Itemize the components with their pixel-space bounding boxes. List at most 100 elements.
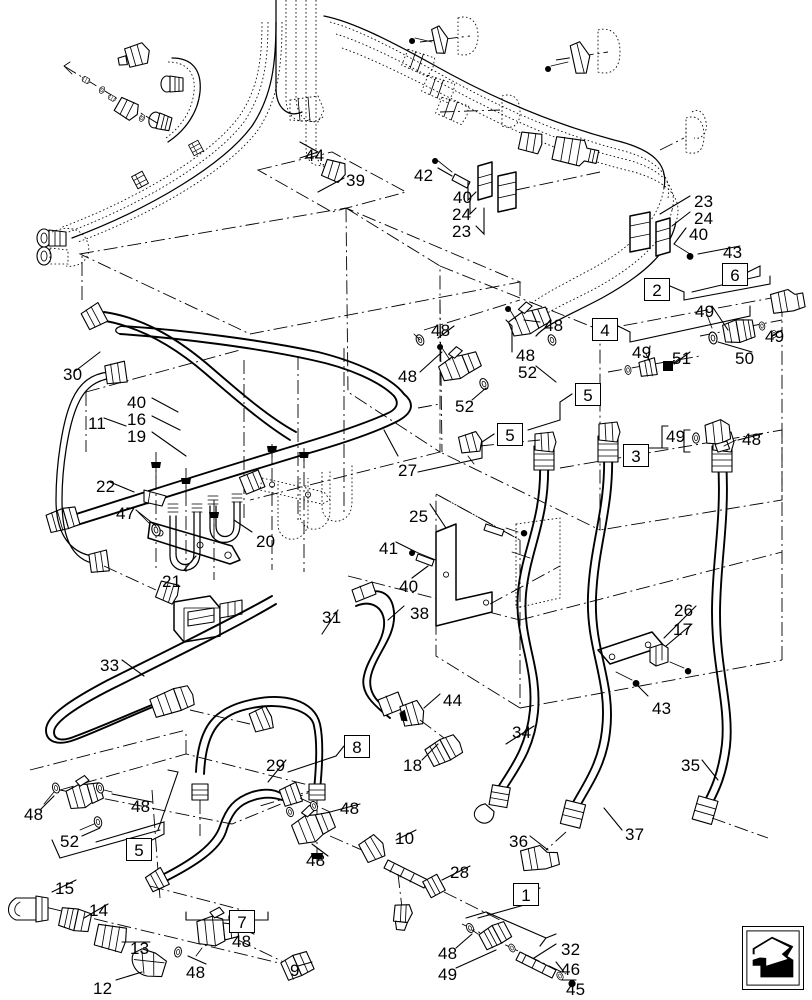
tube-29 (144, 781, 331, 913)
exploded-clip-left (432, 158, 601, 213)
hose-bundle-top-left (36, 21, 283, 267)
callout-51: 51 (672, 349, 692, 368)
callout-24: 24 (452, 205, 472, 224)
callout-9: 9 (290, 961, 300, 980)
callout-28: 28 (450, 863, 470, 882)
callout-34: 34 (512, 723, 532, 742)
callout-15: 15 (55, 879, 75, 898)
bracket-26 (597, 631, 692, 687)
callout-32: 32 (561, 940, 581, 959)
callout-38: 38 (410, 604, 430, 623)
callout-50: 50 (735, 349, 755, 368)
group-box-7: 7 (229, 910, 255, 933)
callout-31: 31 (322, 608, 342, 627)
manufacturer-logo (742, 926, 804, 990)
callout-17: 17 (673, 620, 693, 639)
hose-34 (473, 431, 557, 824)
ubolt-ghosts (277, 464, 353, 540)
callout-52: 52 (455, 397, 475, 416)
callout-48: 48 (24, 805, 44, 824)
callout-10: 10 (395, 829, 415, 848)
callout-11: 11 (88, 414, 107, 433)
fitting-group-3 (692, 419, 737, 453)
group-box-5: 5 (575, 383, 601, 406)
callout-49: 49 (632, 343, 652, 362)
hose-37 (519, 421, 621, 872)
group-box-2: 2 (644, 278, 670, 301)
callout-48: 48 (232, 932, 252, 951)
callout-35: 35 (681, 756, 701, 775)
callout-52: 52 (518, 363, 538, 382)
callout-48: 48 (340, 799, 360, 818)
callout-29: 29 (266, 756, 286, 775)
callout-45: 45 (566, 980, 586, 999)
fitting-group-bottom-left (43, 769, 179, 859)
callout-40: 40 (689, 225, 709, 244)
fitting-group-49-51 (607, 353, 701, 377)
group-box-4: 4 (592, 318, 618, 341)
callout-20: 20 (256, 532, 276, 551)
callout-43: 43 (652, 699, 672, 718)
callout-49: 49 (765, 327, 785, 346)
callout-30: 30 (63, 365, 83, 384)
fitting-group-48-52-right (505, 301, 558, 347)
callout-44: 44 (305, 146, 325, 165)
callout-22: 22 (96, 477, 116, 496)
callout-43: 43 (723, 243, 743, 262)
callout-47: 47 (116, 504, 136, 523)
riser-tubes-top-center (275, 0, 346, 184)
logo-arrow-icon (746, 930, 800, 986)
callout-48: 48 (544, 316, 564, 335)
callout-46: 46 (561, 960, 581, 979)
group-box-5: 5 (126, 838, 152, 861)
callout-49: 49 (695, 302, 715, 321)
callout-41: 41 (379, 539, 399, 558)
callout-16: 16 (127, 410, 147, 429)
callout-48: 48 (431, 321, 451, 340)
callout-21: 21 (162, 572, 182, 591)
callout-52: 52 (60, 832, 80, 851)
assembly-group-7 (7, 895, 315, 981)
callout-40: 40 (127, 393, 147, 412)
callout-13: 13 (130, 939, 150, 958)
callout-48: 48 (398, 367, 418, 386)
callout-42: 42 (414, 166, 434, 185)
fitting-group-48-52-left (413, 299, 521, 392)
callout-49: 49 (438, 965, 458, 984)
callout-40: 40 (399, 577, 419, 596)
tube-31 (191, 696, 326, 862)
tube-33 (45, 595, 277, 744)
group-box-5: 5 (497, 423, 523, 446)
bracket-25 (409, 517, 561, 627)
hose-38 (351, 581, 464, 768)
callout-48: 48 (438, 944, 458, 963)
group-box-8: 8 (344, 735, 370, 758)
callout-48: 48 (131, 797, 151, 816)
callout-48: 48 (516, 346, 536, 365)
callout-23: 23 (452, 222, 472, 241)
assembly-reference-planes (29, 151, 783, 899)
callout-27: 27 (398, 461, 418, 480)
callout-37: 37 (625, 825, 645, 844)
callout-40: 40 (453, 188, 473, 207)
callout-48: 48 (742, 430, 762, 449)
hose-35 (691, 431, 769, 839)
group-box-1: 1 (513, 883, 539, 906)
valve-cluster-10 (284, 799, 501, 931)
callout-23: 23 (694, 192, 714, 211)
callout-33: 33 (100, 656, 120, 675)
callout-48: 48 (306, 851, 326, 870)
callout-39: 39 (346, 171, 366, 190)
callout-49: 49 (666, 427, 686, 446)
callout-14: 14 (89, 901, 109, 920)
callout-36: 36 (509, 832, 529, 851)
callout-26: 26 (674, 601, 694, 620)
fitting-group-49-50 (699, 288, 806, 346)
callout-19: 19 (127, 427, 147, 446)
exploded-clip-right (629, 211, 694, 260)
oring-47 (137, 511, 163, 538)
callout-12: 12 (93, 979, 113, 998)
tube-30 (55, 301, 297, 573)
